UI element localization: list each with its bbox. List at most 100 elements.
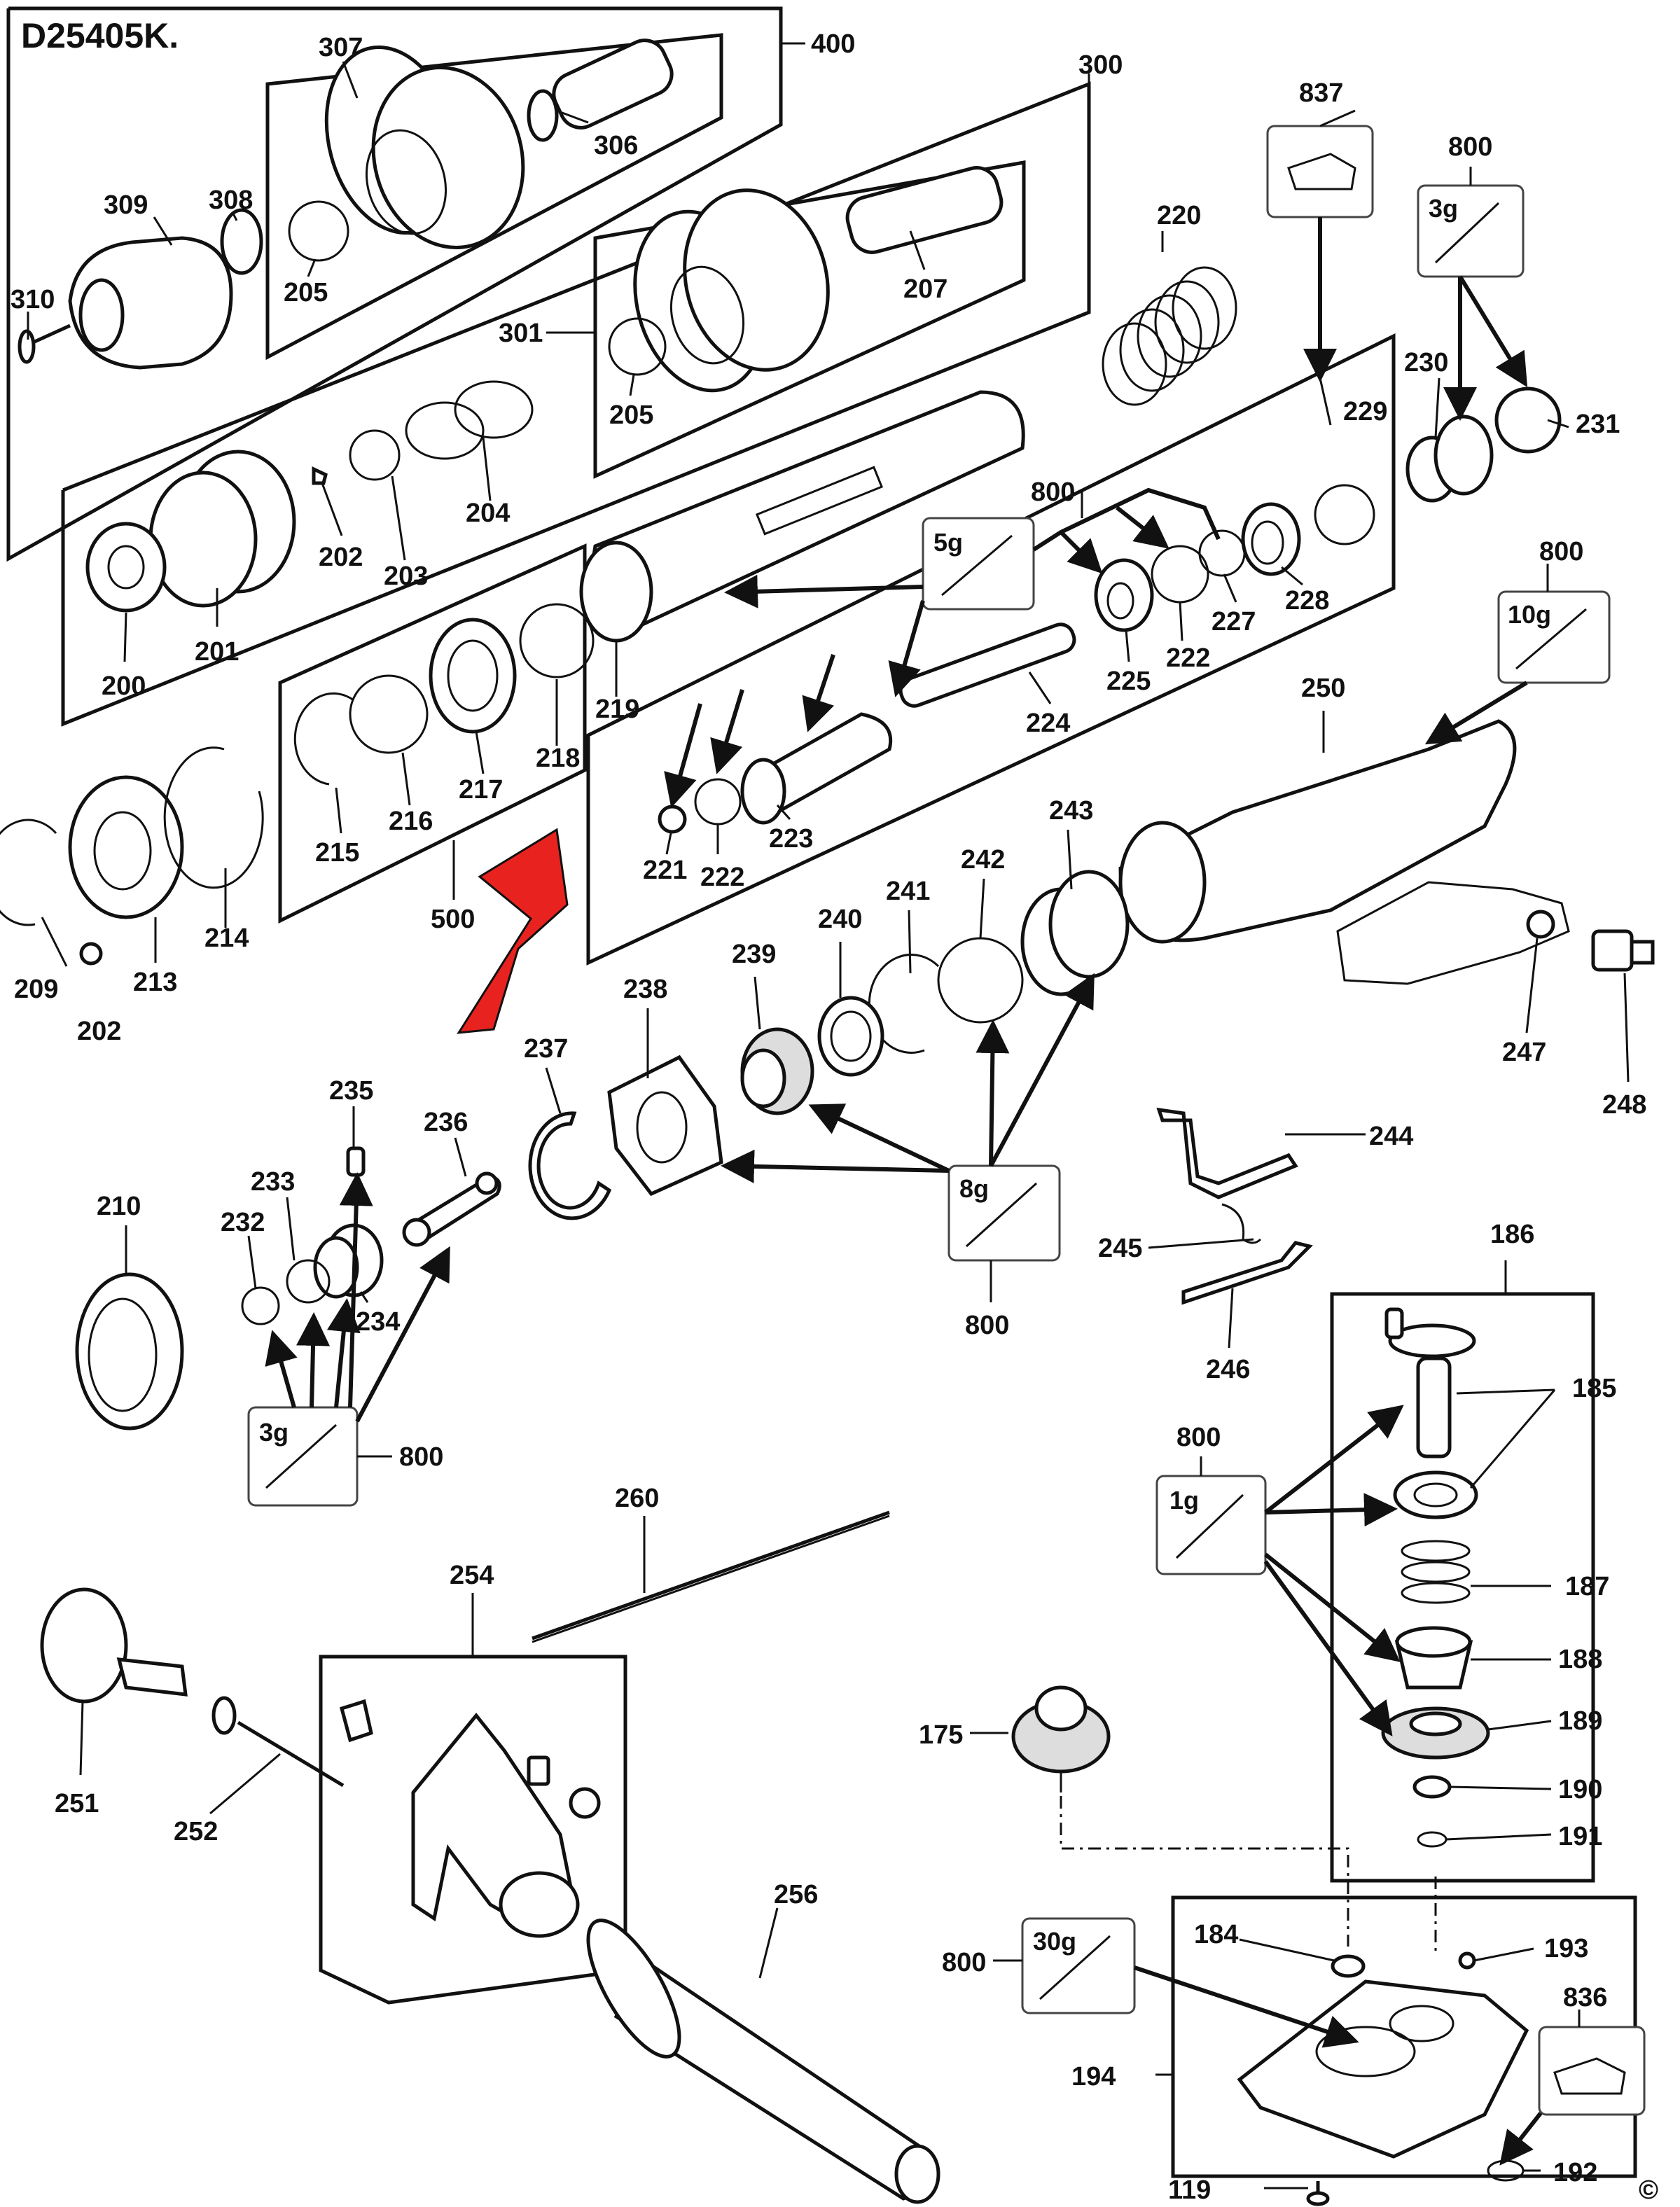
label-184: 184 (1194, 1920, 1238, 1949)
label-244: 244 (1369, 1122, 1413, 1151)
part-203-ring (349, 429, 401, 481)
label-222b: 222 (700, 863, 744, 892)
label-800f: 800 (1176, 1423, 1221, 1452)
part-256-side-handle (586, 1919, 940, 2204)
label-220: 220 (1157, 201, 1201, 230)
part-215-circlip (293, 692, 354, 786)
label-800b: 800 (1031, 478, 1075, 507)
part-227-ring (1198, 529, 1246, 577)
label-193: 193 (1544, 1934, 1588, 1963)
label-300: 300 (1078, 50, 1123, 80)
part-205-ring-a (288, 200, 349, 262)
label-229: 229 (1343, 397, 1387, 426)
label-310: 310 (11, 285, 55, 314)
label-836: 836 (1563, 1983, 1607, 2012)
frame-250-group (586, 333, 1396, 966)
label-252: 252 (174, 1817, 218, 1846)
label-800a: 800 (1448, 132, 1492, 162)
svg-text:8g: 8g (959, 1174, 989, 1203)
part-labels: 400 307 306 300 309 308 310 205 301 207 … (11, 29, 1646, 2205)
part-175-axis (1060, 1796, 1349, 1947)
label-190: 190 (1558, 1775, 1602, 1804)
label-301: 301 (499, 319, 543, 348)
frame-254 (319, 1655, 627, 2005)
part-241-circlip (868, 953, 940, 1054)
part-190-washer (1412, 1775, 1452, 1799)
part-308-washer (220, 208, 263, 275)
part-248-switch (1591, 929, 1655, 972)
svg-text:3g: 3g (259, 1418, 289, 1447)
label-186: 186 (1490, 1220, 1534, 1249)
part-218-ring (519, 603, 595, 678)
label-210: 210 (97, 1192, 141, 1221)
label-227: 227 (1212, 607, 1256, 636)
label-225: 225 (1106, 667, 1151, 696)
label-209: 209 (14, 975, 58, 1004)
part-202a-ball (312, 466, 328, 485)
label-800e: 800 (965, 1311, 1009, 1340)
part-214-circlip (163, 746, 264, 889)
label-218: 218 (536, 744, 580, 773)
part-235-pin (346, 1146, 366, 1177)
part-204-springs (405, 380, 534, 460)
label-232: 232 (221, 1208, 265, 1237)
part-240-disc (817, 996, 884, 1077)
label-202b: 202 (77, 1017, 121, 1046)
part-237-ring (528, 1111, 612, 1220)
part-202b-ball (79, 942, 103, 966)
part-184-bushing (1331, 1954, 1366, 1978)
label-215: 215 (315, 838, 359, 868)
part-247-gasket (1336, 881, 1570, 985)
part-228-bushing (1241, 502, 1301, 576)
label-203: 203 (384, 562, 428, 591)
part-209-ring (0, 819, 57, 926)
part-247-seal (1526, 910, 1555, 939)
part-217-bearing (429, 618, 517, 734)
part-309-keyless-chuck (68, 236, 233, 370)
grease-arrows (265, 217, 1543, 2166)
label-245: 245 (1098, 1234, 1142, 1263)
part-187-spring (1401, 1540, 1471, 1604)
part-233-ring (286, 1259, 331, 1304)
grease-box-837 (1266, 125, 1374, 218)
part-230-bearing (1405, 415, 1494, 503)
part-260-rod (532, 1510, 890, 1643)
label-239: 239 (732, 940, 776, 969)
label-248: 248 (1602, 1090, 1646, 1120)
part-185-bearing (1393, 1470, 1478, 1519)
part-242-ring (937, 937, 1024, 1024)
grease-box-5g: 5g (922, 517, 1035, 611)
label-306: 306 (594, 131, 638, 160)
part-310-screw (18, 323, 71, 364)
part-219-tube (579, 390, 1025, 643)
label-221: 221 (643, 856, 687, 885)
label-237: 237 (524, 1034, 568, 1064)
svg-text:1g: 1g (1169, 1486, 1199, 1515)
grease-box-8g: 8g (947, 1164, 1061, 1262)
part-200-seal (85, 522, 167, 613)
label-236: 236 (424, 1108, 468, 1137)
label-192: 192 (1553, 2158, 1597, 2187)
part-185-spindle (1384, 1307, 1476, 1458)
grease-box-30g: 30g (1021, 1917, 1136, 2014)
frame-301-inner (593, 160, 1026, 479)
part-216-ring (349, 674, 429, 754)
red-direction-arrow (457, 828, 569, 1034)
part-246-bracket (1181, 1241, 1313, 1305)
part-201-housing (148, 450, 296, 608)
model-title: D25405K. (21, 16, 179, 55)
part-232-ring (241, 1286, 280, 1325)
part-119-screw (1306, 2181, 1330, 2206)
label-194: 194 (1071, 2062, 1116, 2091)
part-213-bearing (68, 775, 184, 919)
part-238-cage (607, 1054, 723, 1197)
label-240: 240 (818, 905, 862, 934)
label-200: 200 (102, 671, 146, 701)
grease-box-836 (1538, 2026, 1646, 2116)
part-239-gear (740, 1027, 814, 1115)
label-308: 308 (209, 186, 253, 215)
frame-186 (1330, 1292, 1595, 1883)
part-254-handle-bracket (339, 1699, 601, 1938)
part-194-gearbox-cover (1237, 1979, 1529, 2159)
label-241: 241 (886, 877, 930, 906)
